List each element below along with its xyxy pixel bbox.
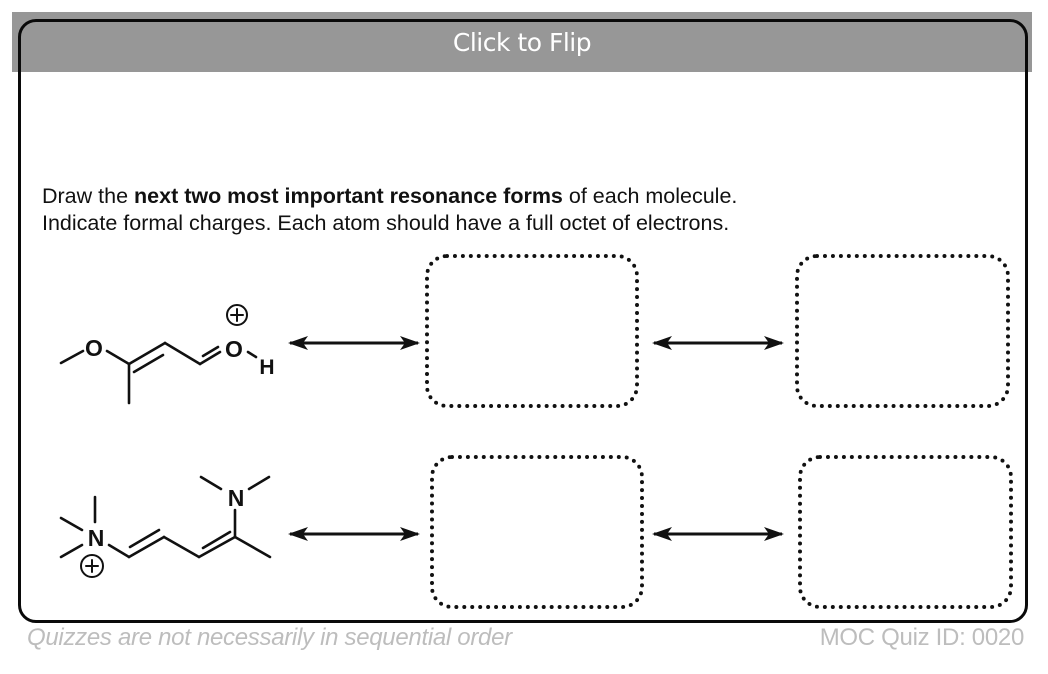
bond [107,543,131,559]
bond [197,535,237,559]
instructions-line-1: Draw the next two most important resonan… [42,184,738,208]
molecule-1 [59,304,258,405]
double-bond-inner [128,528,161,549]
bond [246,350,258,359]
bond [59,516,84,532]
atom-n-ammonium: N [88,525,105,551]
charge-circle [226,304,248,326]
instructions-emphasis: next two most important resonance forms [134,184,563,208]
answer-box-row2-2[interactable] [798,455,1013,609]
answer-box-row1-1[interactable] [425,254,639,408]
molecule-2 [59,475,272,578]
bond [105,349,131,366]
atom-o-methoxy: O [85,335,103,361]
click-to-flip-button[interactable]: Click to Flip [452,28,592,57]
bond [162,535,201,559]
double-bond-inner [201,530,232,550]
instructions-line-2: Indicate formal charges. Each atom shoul… [42,211,730,235]
bond [199,475,223,491]
bond [127,341,167,366]
atom-o-carbonyl: O [225,336,243,362]
double-bond-inner [132,353,165,374]
charge-circle [80,554,104,578]
bond [127,535,166,559]
instructions: Draw the next two most important resonan… [42,183,737,237]
double-bond-inner [201,345,220,358]
atom-n-amine: N [228,485,245,511]
bond [59,349,85,365]
bond [247,475,271,491]
answer-box-row2-1[interactable] [430,455,644,609]
bond [59,543,84,559]
bond [198,350,222,366]
flip-bar[interactable] [12,12,1032,72]
sequence-note: Quizzes are not necessarily in sequentia… [27,624,512,651]
quiz-id: MOC Quiz ID: 0020 [819,624,1025,651]
flashcard[interactable] [18,19,1028,623]
bond [233,535,272,559]
bond [163,341,202,366]
answer-box-row1-2[interactable] [795,254,1010,408]
atom-h: H [259,356,274,379]
